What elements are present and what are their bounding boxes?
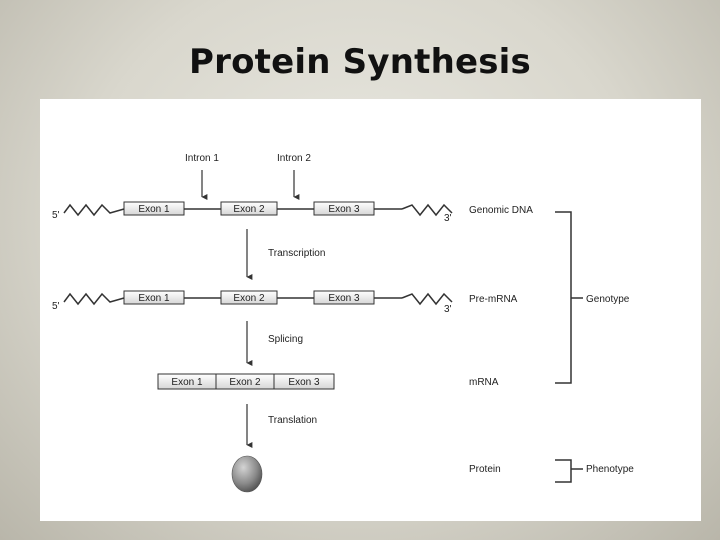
premrna-exon-3-label: Exon 3 [328, 293, 360, 304]
dna-exon-1 [123, 201, 185, 216]
phenotype-bracket [555, 459, 572, 483]
dna-three-prime-tail [401, 203, 453, 217]
row-label-protein: Protein [469, 464, 501, 475]
protein-synthesis-diagram: Intron 1 Intron 2 5' 3' Exon 1 Exon 2 Ex… [52, 153, 634, 493]
mrna-exon-2-label: Exon 2 [229, 377, 261, 388]
translation-label: Translation [268, 415, 317, 426]
intron-2-label: Intron 2 [277, 153, 311, 164]
premrna-five-prime: 5' [52, 301, 60, 312]
dna-exon-1-label: Exon 1 [138, 204, 170, 215]
mrna-exon-3 [273, 373, 335, 390]
splicing-label: Splicing [268, 334, 303, 345]
premrna-three-prime: 3' [444, 304, 452, 315]
dna-exon-2-label: Exon 2 [233, 204, 265, 215]
dna-three-prime: 3' [444, 213, 452, 224]
premrna-exon-3 [313, 290, 375, 305]
diagram-panel: Intron 1 Intron 2 5' 3' Exon 1 Exon 2 Ex… [40, 99, 701, 521]
slide-title: Protein Synthesis [189, 42, 531, 82]
premrna-three-prime-tail [401, 292, 453, 306]
premrna-exon-1-label: Exon 1 [138, 293, 170, 304]
mrna-exon-3-label: Exon 3 [288, 377, 320, 388]
row-label-mrna: mRNA [469, 377, 499, 388]
dna-five-prime-tail [63, 203, 125, 217]
row-label-pre-mrna: Pre-mRNA [469, 294, 518, 305]
dna-exon-2 [220, 201, 278, 216]
phenotype-label: Phenotype [586, 464, 634, 475]
dna-exon-3-label: Exon 3 [328, 204, 360, 215]
premrna-exon-2-label: Exon 2 [233, 293, 265, 304]
genotype-bracket [555, 211, 572, 384]
mrna-exon-1-label: Exon 1 [171, 377, 203, 388]
premrna-exon-1 [123, 290, 185, 305]
premrna-exon-2 [220, 290, 278, 305]
genotype-label: Genotype [586, 294, 630, 305]
row-label-genomic-dna: Genomic DNA [469, 205, 533, 216]
intron-1-label: Intron 1 [185, 153, 219, 164]
protein-sphere [231, 455, 263, 493]
dna-exon-3 [313, 201, 375, 216]
dna-five-prime: 5' [52, 210, 60, 221]
premrna-five-prime-tail [63, 292, 125, 306]
transcription-label: Transcription [268, 248, 325, 259]
